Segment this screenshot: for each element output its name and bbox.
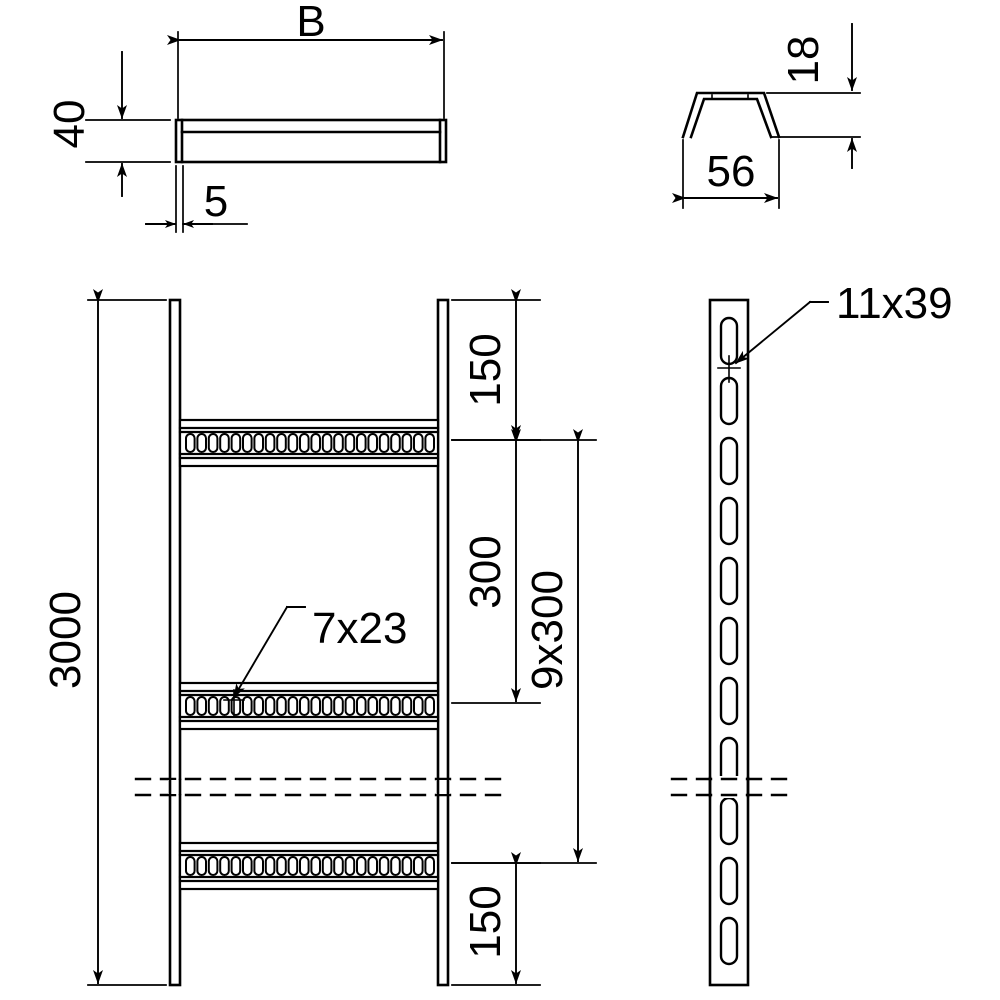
rung-perforation-slots [185,433,435,453]
dimension-label-300: 300 [461,535,510,608]
side-rail-elevation-view [670,298,829,987]
dim-extension-lines-right [451,299,597,986]
break-line-side-rail [670,776,792,798]
break-line-rail-pass [168,778,450,796]
dimension-label-40: 40 [45,100,94,149]
dim-extension-lines-40 [85,119,171,163]
dimension-label-18: 18 [779,36,828,85]
rung-bottom [178,841,440,891]
dimension-label-B: B [296,0,325,46]
dimension-label-9x300: 9x300 [523,570,572,690]
dimension-label-150-top: 150 [461,333,510,406]
dim-extension-lines-B [177,31,445,119]
dimension-label-3000: 3000 [41,591,90,689]
side-rail-slots [719,316,739,966]
rung-perforation-slots [185,856,435,876]
channel-body [174,118,448,164]
dimension-label-150-bottom: 150 [461,885,510,958]
right-side-rail [436,298,450,987]
callout-label-7x23: 7x23 [312,604,407,653]
top-cross-section-view [85,31,448,233]
dim-extension-lines-18 [766,92,861,138]
callout-leader-7x23 [223,605,306,717]
rung-middle [178,681,440,731]
rung-profile-section-view [672,23,861,209]
rung-hat-profile [681,91,781,139]
dimension-label-5: 5 [204,177,228,226]
left-side-rail [168,298,182,987]
break-line-ladder [134,777,502,797]
rung-top [178,418,440,468]
callout-label-11x39: 11x39 [836,279,953,328]
callout-leader-11x39 [717,300,829,383]
ladder-elevation-view [87,289,597,987]
dim-extension-lines-3000 [87,299,167,986]
dimension-label-56: 56 [707,147,756,196]
